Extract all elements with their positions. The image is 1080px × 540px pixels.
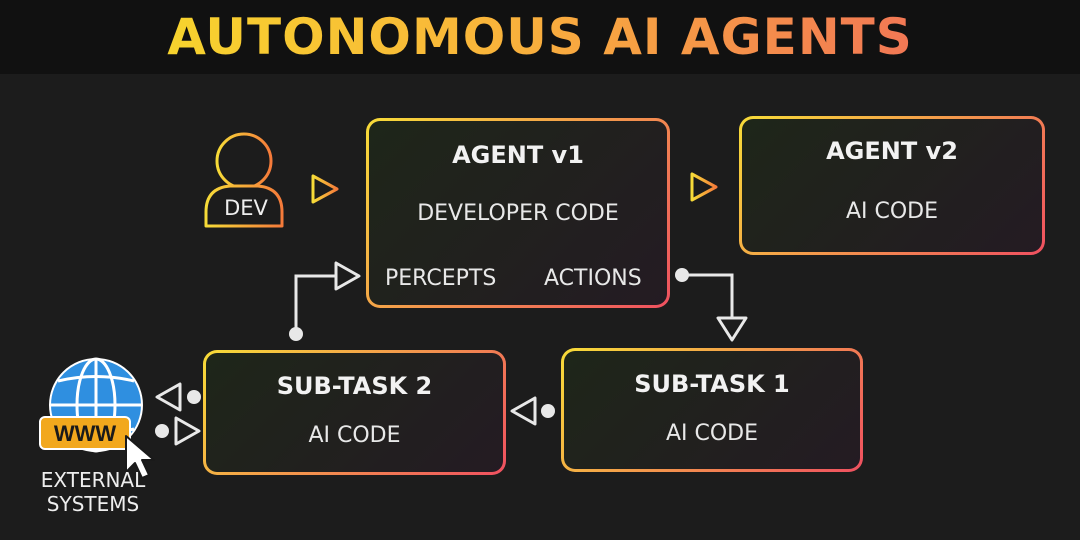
developer-person-icon (204, 132, 284, 228)
header-bar (0, 0, 1080, 74)
external-label-line1: EXTERNAL (40, 468, 146, 492)
external-label-line2: SYSTEMS (46, 492, 140, 516)
agent-v2-title: AGENT v2 (826, 137, 958, 165)
subtask2-to-external-arrow (155, 382, 201, 412)
external-to-subtask2-arrow (155, 416, 201, 446)
actions-to-subtask1-connector (675, 268, 748, 342)
subtask1-ai-code: AI CODE (665, 421, 759, 446)
agent-v1-developer-code: DEVELOPER CODE (417, 201, 619, 226)
agent-v1-title: AGENT v1 (452, 141, 584, 169)
subtask2-title: SUB-TASK 2 (276, 372, 433, 400)
dev-to-agent-arrow-icon (311, 174, 339, 204)
agent-v2-box: AGENT v2 AI CODE (739, 116, 1045, 255)
subtask2-ai-code: AI CODE (308, 423, 401, 448)
subtask1-to-subtask2-connector (510, 396, 555, 426)
actions-label: ACTIONS (544, 266, 642, 291)
www-badge-text: WWW (54, 421, 117, 446)
subtask1-title: SUB-TASK 1 (634, 370, 790, 398)
agent-v1-to-v2-arrow-icon (690, 172, 718, 202)
subtask2-box: SUB-TASK 2 AI CODE (203, 350, 506, 475)
www-badge (39, 416, 131, 450)
dev-label: DEV (224, 196, 268, 220)
subtask1-box: SUB-TASK 1 AI CODE (561, 348, 863, 472)
percepts-label: PERCEPTS (385, 266, 497, 291)
agent-v1-box: AGENT v1 DEVELOPER CODE PERCEPTS ACTIONS (366, 118, 670, 308)
agent-v2-ai-code: AI CODE (845, 199, 939, 224)
cursor-icon (125, 435, 155, 479)
subtask2-to-percepts-connector (289, 261, 361, 341)
page-title: AUTONOMOUS AI AGENTS (0, 6, 1080, 68)
external-systems-label: EXTERNAL SYSTEMS (18, 468, 168, 516)
